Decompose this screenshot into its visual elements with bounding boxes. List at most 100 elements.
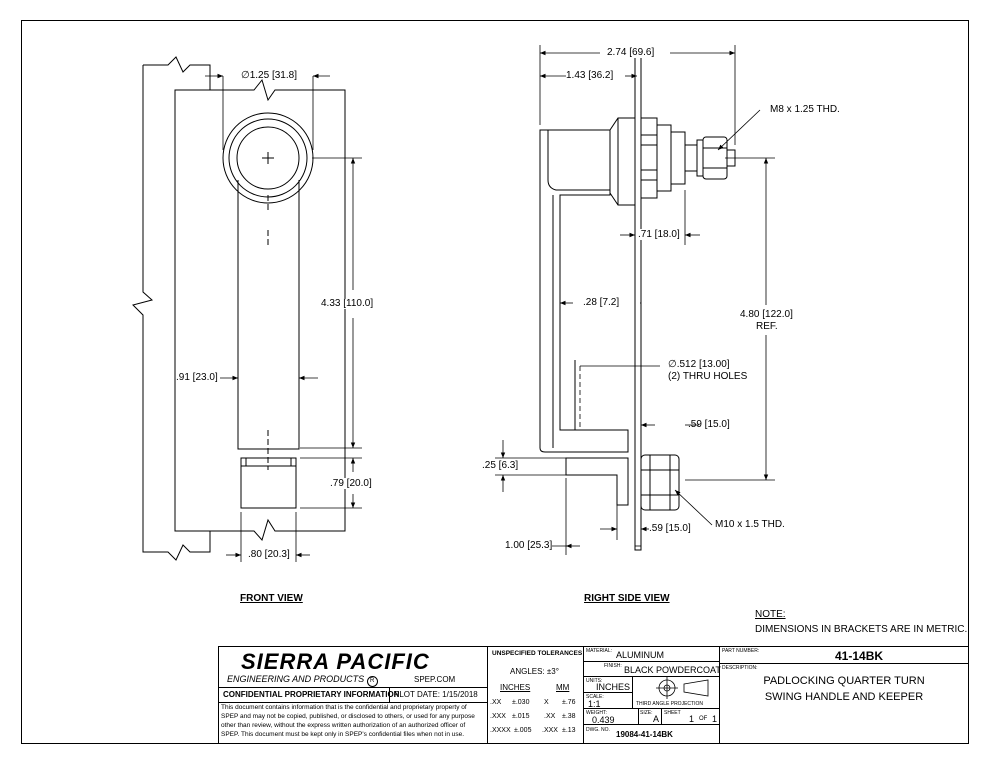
- disclaimer-line-2: SPEP and may not be copied, published, o…: [221, 713, 475, 720]
- tol-row1-b: ±.030: [512, 699, 530, 706]
- scale-value: 1:1: [588, 699, 601, 709]
- sheet-cell: SHEET 1 OF 1: [661, 708, 720, 725]
- front-keeper-w-value: .80: [248, 549, 262, 560]
- front-width-dim: .91 [23.0]: [176, 372, 218, 383]
- dwg-value: 19084-41-14BK: [616, 730, 673, 739]
- side-59b-value: .59: [649, 523, 663, 534]
- tol-row1-c: X: [544, 699, 549, 706]
- sheet-value: 1: [689, 714, 695, 724]
- side-59a-dim: .59 [15.0]: [688, 419, 730, 430]
- front-keeper-h-mm: 20.0: [349, 478, 369, 489]
- tol-row2-d: ±.38: [562, 713, 576, 720]
- plot-date-cell: PLOT DATE: 1/15/2018: [389, 687, 488, 703]
- front-view-geometry: [132, 56, 346, 561]
- front-len-mm: 110.0: [346, 298, 371, 309]
- side-25-value: .25: [482, 460, 496, 471]
- front-width-mm: 23.0: [195, 372, 215, 383]
- size-label: SIZE:: [640, 710, 653, 716]
- finish-label: FINISH:: [604, 663, 622, 669]
- side-71-dim: .71 [18.0]: [638, 229, 680, 240]
- disclaimer-cell: This document contains information that …: [218, 702, 488, 744]
- side-100-mm: 25.3: [530, 540, 550, 551]
- side-overall-dim: 2.74 [69.6]: [607, 47, 655, 58]
- company-cell: SIERRA PACIFIC ENGINEERING AND PRODUCTS …: [218, 646, 488, 688]
- company-subtitle-text: ENGINEERING AND PRODUCTS: [227, 674, 365, 684]
- side-28-value: .28: [583, 297, 597, 308]
- dwg-cell: DWG. NO. 19084-41-14BK: [583, 724, 720, 744]
- size-cell: SIZE: A: [638, 708, 662, 725]
- front-width-value: .91: [176, 372, 190, 383]
- tol-row3-a: .XXXX: [490, 727, 511, 734]
- tol-row1-a: .XX: [490, 699, 502, 706]
- sheet-label: SHEET: [664, 710, 681, 716]
- hole-mm: 13.00: [701, 359, 727, 370]
- side-59a-value: .59: [688, 419, 702, 430]
- tolerances-title: UNSPECIFIED TOLERANCES: [492, 650, 583, 657]
- hole-value: ∅.512: [668, 359, 697, 370]
- projection-cell: THIRD ANGLE PROJECTION: [632, 676, 720, 709]
- weight-value: 0.439: [592, 715, 615, 725]
- confidential-cell: CONFIDENTIAL PROPRIETARY INFORMATION: [218, 687, 399, 703]
- note-title: NOTE:: [755, 609, 786, 620]
- side-overall-mm: 69.6: [632, 47, 652, 58]
- thread-top-label: M8 x 1.25 THD.: [770, 104, 840, 115]
- scale-label: SCALE:: [586, 694, 604, 700]
- front-keeper-h-dim: .79 [20.0]: [330, 478, 372, 489]
- company-subtitle: ENGINEERING AND PRODUCTS R: [227, 674, 378, 687]
- finish-cell: FINISH: BLACK POWDERCOAT: [583, 661, 721, 677]
- weight-cell: WEIGHT: 0.439: [583, 708, 639, 725]
- tol-row1-d: ±.76: [562, 699, 576, 706]
- description-line-2: SWING HANDLE AND KEEPER: [764, 691, 924, 703]
- registered-mark: R: [366, 676, 378, 687]
- front-view-title: FRONT VIEW: [240, 593, 303, 604]
- side-59b-dim: .59 [15.0]: [649, 523, 691, 534]
- finish-value: BLACK POWDERCOAT: [624, 665, 721, 675]
- side-59b-mm: 15.0: [668, 523, 688, 534]
- front-len-value: 4.33: [321, 298, 341, 309]
- side-25-dim: .25 [6.3]: [482, 460, 519, 471]
- of-value: 1: [712, 714, 718, 724]
- side-view-dimensions: [495, 45, 775, 555]
- thread-bot-label: M10 x 1.5 THD.: [715, 519, 785, 530]
- side-100-dim: 1.00 [25.3]: [505, 540, 553, 551]
- front-keeper-h-value: .79: [330, 478, 344, 489]
- front-dia-mm: 31.8: [274, 70, 295, 81]
- tolerances-inches-header: INCHES: [500, 683, 531, 692]
- tolerances-mm-header: MM: [556, 683, 570, 692]
- tol-row3-c: .XXX: [542, 727, 558, 734]
- hole-dim: ∅.512 [13.00] (2) THRU HOLES: [668, 359, 748, 382]
- side-view-title: RIGHT SIDE VIEW: [584, 593, 670, 604]
- of-label: OF: [699, 716, 708, 722]
- side-ref-value: 4.80: [740, 309, 760, 320]
- side-overall-value: 2.74: [607, 47, 627, 58]
- part-number-cell: PART NUMBER: 41-14BK: [719, 646, 969, 664]
- side-offset-dim: 1.43 [36.2]: [566, 70, 614, 81]
- front-keeper-w-mm: 20.3: [267, 549, 287, 560]
- confidential-label: CONFIDENTIAL PROPRIETARY INFORMATION: [223, 690, 400, 699]
- tolerances-angles: ANGLES: ±3°: [510, 667, 559, 676]
- disclaimer-line-1: This document contains information that …: [221, 704, 467, 711]
- side-ref-mm: 122.0: [765, 309, 791, 320]
- side-28-dim: .28 [7.2]: [583, 297, 620, 308]
- tol-row3-d: ±.13: [562, 727, 576, 734]
- material-cell: MATERIAL: ALUMINUM: [583, 646, 720, 662]
- title-block: SIERRA PACIFIC ENGINEERING AND PRODUCTS …: [218, 646, 969, 744]
- description-line-1: PADLOCKING QUARTER TURN: [763, 675, 925, 687]
- side-100-value: 1.00: [505, 540, 525, 551]
- side-ref-label: REF.: [756, 321, 778, 332]
- hole-note: (2) THRU HOLES: [668, 371, 748, 382]
- side-28-mm: 7.2: [602, 297, 617, 308]
- disclaimer-line-3: other than review, without the express w…: [221, 722, 466, 729]
- material-label: MATERIAL:: [586, 648, 613, 654]
- third-angle-projection-icon: [656, 677, 709, 699]
- description-cell: DESCRIPTION: PADLOCKING QUARTER TURN SWI…: [719, 663, 969, 744]
- projection-label: THIRD ANGLE PROJECTION: [636, 701, 703, 707]
- front-keeper-w-dim: .80 [20.3]: [248, 549, 290, 560]
- side-ref-dim: 4.80 [122.0] REF.: [740, 309, 793, 333]
- dwg-label: DWG. NO.: [586, 727, 610, 733]
- plot-date: PLOT DATE: 1/15/2018: [394, 690, 478, 699]
- side-offset-value: 1.43: [566, 70, 586, 81]
- front-len-dim: 4.33 [110.0]: [321, 298, 374, 309]
- tol-row2-b: ±.015: [512, 713, 530, 720]
